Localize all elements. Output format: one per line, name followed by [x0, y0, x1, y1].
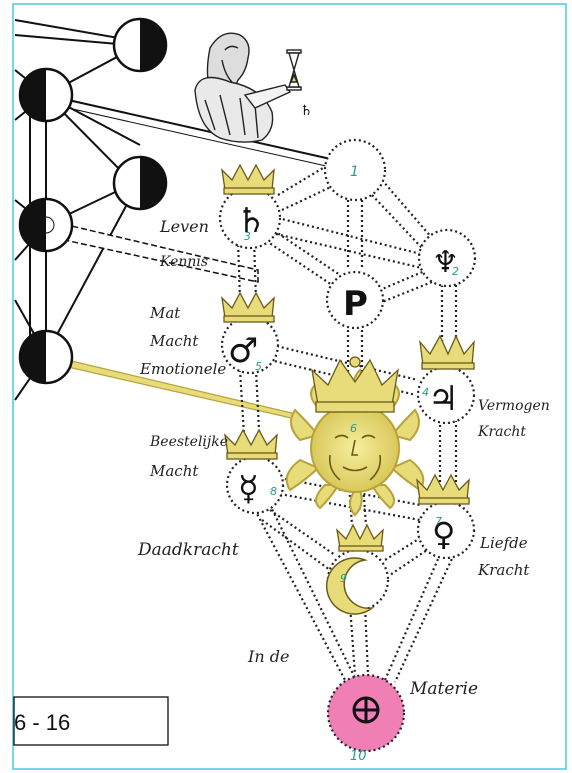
node-number-7: 7	[435, 515, 442, 528]
label-mat: Mat	[149, 304, 181, 322]
label-beestelijke: Beestelijke	[149, 434, 228, 450]
node-number-8: 8	[270, 485, 277, 498]
pluto-icon: P	[343, 284, 368, 324]
label-in-de: In de	[247, 647, 289, 666]
label-materie: Materie	[409, 679, 478, 699]
label-macht-1: Macht	[149, 332, 199, 350]
crown-icon	[225, 430, 277, 459]
node-number-6: 6	[350, 422, 357, 435]
mars-icon: ♂	[228, 331, 258, 371]
label-daadkracht: Daadkracht	[137, 540, 239, 560]
crown-icon	[420, 336, 474, 369]
node-number-3: 3	[244, 230, 251, 243]
node-number-4: 4	[422, 386, 429, 399]
node-number-2: 2	[452, 265, 459, 278]
crown-icon-large	[312, 357, 398, 412]
label-kracht-2: Kracht	[477, 561, 530, 579]
label-emotionele: Emotionele	[139, 360, 226, 378]
crown-icon	[222, 293, 274, 322]
saturn-sign-small: ♄	[300, 103, 313, 119]
node-number-1: 1	[350, 164, 359, 180]
page-number: 6 - 16	[14, 710, 70, 735]
node-number-5: 5	[255, 360, 262, 373]
label-vermogen: Vermogen	[478, 398, 550, 414]
label-liefde: Liefde	[479, 534, 528, 552]
label-kennis: Kennis	[159, 254, 208, 270]
crown-icon	[222, 165, 274, 194]
saturn-icon: ♄	[236, 201, 266, 241]
frame-border	[13, 4, 566, 769]
node-number-10: 10	[350, 749, 367, 764]
earth-icon	[354, 698, 378, 722]
sage-figure-illustration	[195, 33, 301, 142]
crown-icon	[337, 525, 383, 551]
jupiter-icon: ♃	[428, 379, 458, 419]
crown-icon	[417, 475, 469, 504]
label-leven: Leven	[159, 217, 209, 236]
label-macht-2: Macht	[149, 462, 199, 480]
mercury-icon: ☿	[238, 469, 259, 509]
label-kracht-1: Kracht	[477, 424, 526, 440]
node-number-9: 9	[340, 572, 347, 585]
